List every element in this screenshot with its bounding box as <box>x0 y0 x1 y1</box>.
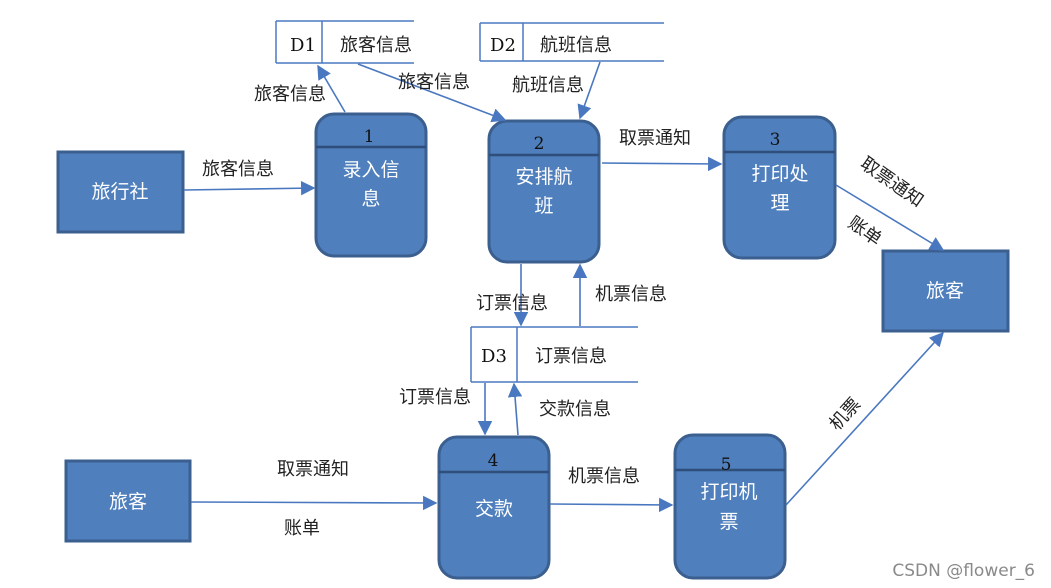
data-store-d3: D3 订票信息 <box>470 326 638 383</box>
data-store-d2: D2 航班信息 <box>479 22 664 62</box>
label-traveler-to-p4-notice: 取票通知 <box>277 459 349 480</box>
process-2: 2 安排航 班 <box>487 119 601 264</box>
label-d3-to-p4: 订票信息 <box>399 387 471 408</box>
process-3-number: 3 <box>770 130 781 150</box>
flow-p3-to-traveler <box>835 184 945 251</box>
label-p4-to-p5: 机票信息 <box>568 466 640 487</box>
process-1-name-line2: 息 <box>361 188 380 210</box>
process-4-name-line1: 交款 <box>475 498 513 520</box>
data-store-d2-name: 航班信息 <box>540 35 612 56</box>
flow-p4-to-d3 <box>507 382 523 436</box>
label-d3-to-p2: 机票信息 <box>595 284 667 305</box>
label-d1-to-p2: 旅客信息 <box>398 72 470 93</box>
label-agency-to-p1: 旅客信息 <box>202 159 274 180</box>
watermark: CSDN @flower_6 <box>892 561 1035 581</box>
process-1-name-line1: 录入信 <box>342 159 399 181</box>
entity-travel-agency: 旅行社 <box>56 150 185 234</box>
flow-p1-to-d1 <box>317 64 346 113</box>
label-p1-to-d1: 旅客信息 <box>254 84 326 105</box>
entity-travel-agency-label: 旅行社 <box>91 181 148 203</box>
flow-traveler-to-p4 <box>190 495 438 511</box>
process-4-number: 4 <box>488 451 499 471</box>
process-5-number: 5 <box>721 455 732 475</box>
flow-agency-to-p1 <box>183 181 316 196</box>
data-store-d2-id: D2 <box>490 35 516 56</box>
data-store-d1-name: 旅客信息 <box>340 35 412 56</box>
process-2-name-line2: 班 <box>534 195 553 217</box>
label-p2-to-d3: 订票信息 <box>476 293 548 314</box>
data-store-d1: D1 旅客信息 <box>275 20 414 64</box>
process-4: 4 交款 <box>437 435 551 580</box>
process-3-name-line2: 理 <box>770 192 789 214</box>
data-store-d3-id: D3 <box>481 346 507 367</box>
flow-d2-to-p2 <box>577 61 601 120</box>
label-p4-to-d3: 交款信息 <box>539 399 611 420</box>
process-5-name-line2: 票 <box>719 511 738 533</box>
data-store-d1-id: D1 <box>290 35 316 56</box>
data-store-d3-name: 订票信息 <box>535 346 607 367</box>
label-d2-to-p2: 航班信息 <box>512 75 584 96</box>
flow-d1-to-p2 <box>357 63 507 123</box>
process-3: 3 打印处 理 <box>722 115 837 260</box>
entity-traveler-right: 旅客 <box>881 249 1010 333</box>
label-traveler-to-p4-bill: 账单 <box>284 518 320 539</box>
flow-p2-to-p3 <box>601 156 723 172</box>
entity-traveler-right-label: 旅客 <box>926 280 964 302</box>
process-2-number: 2 <box>534 134 545 154</box>
process-1-number: 1 <box>364 127 375 147</box>
flow-p4-to-p5 <box>549 497 674 513</box>
process-1: 1 录入信 息 <box>314 112 428 258</box>
process-5-name-line1: 打印机 <box>700 481 757 503</box>
flow-p5-to-traveler <box>785 331 944 506</box>
process-5: 5 打印机 票 <box>673 433 787 580</box>
entity-traveler-left-label: 旅客 <box>109 491 147 513</box>
process-2-name-line1: 安排航 <box>515 166 572 188</box>
label-p3-to-traveler-bill: 账单 <box>844 212 886 250</box>
label-p5-to-traveler: 机票 <box>826 394 866 435</box>
entity-traveler-left: 旅客 <box>64 459 192 543</box>
label-p2-to-p3: 取票通知 <box>619 128 691 149</box>
process-3-name-line1: 打印处 <box>751 163 808 185</box>
